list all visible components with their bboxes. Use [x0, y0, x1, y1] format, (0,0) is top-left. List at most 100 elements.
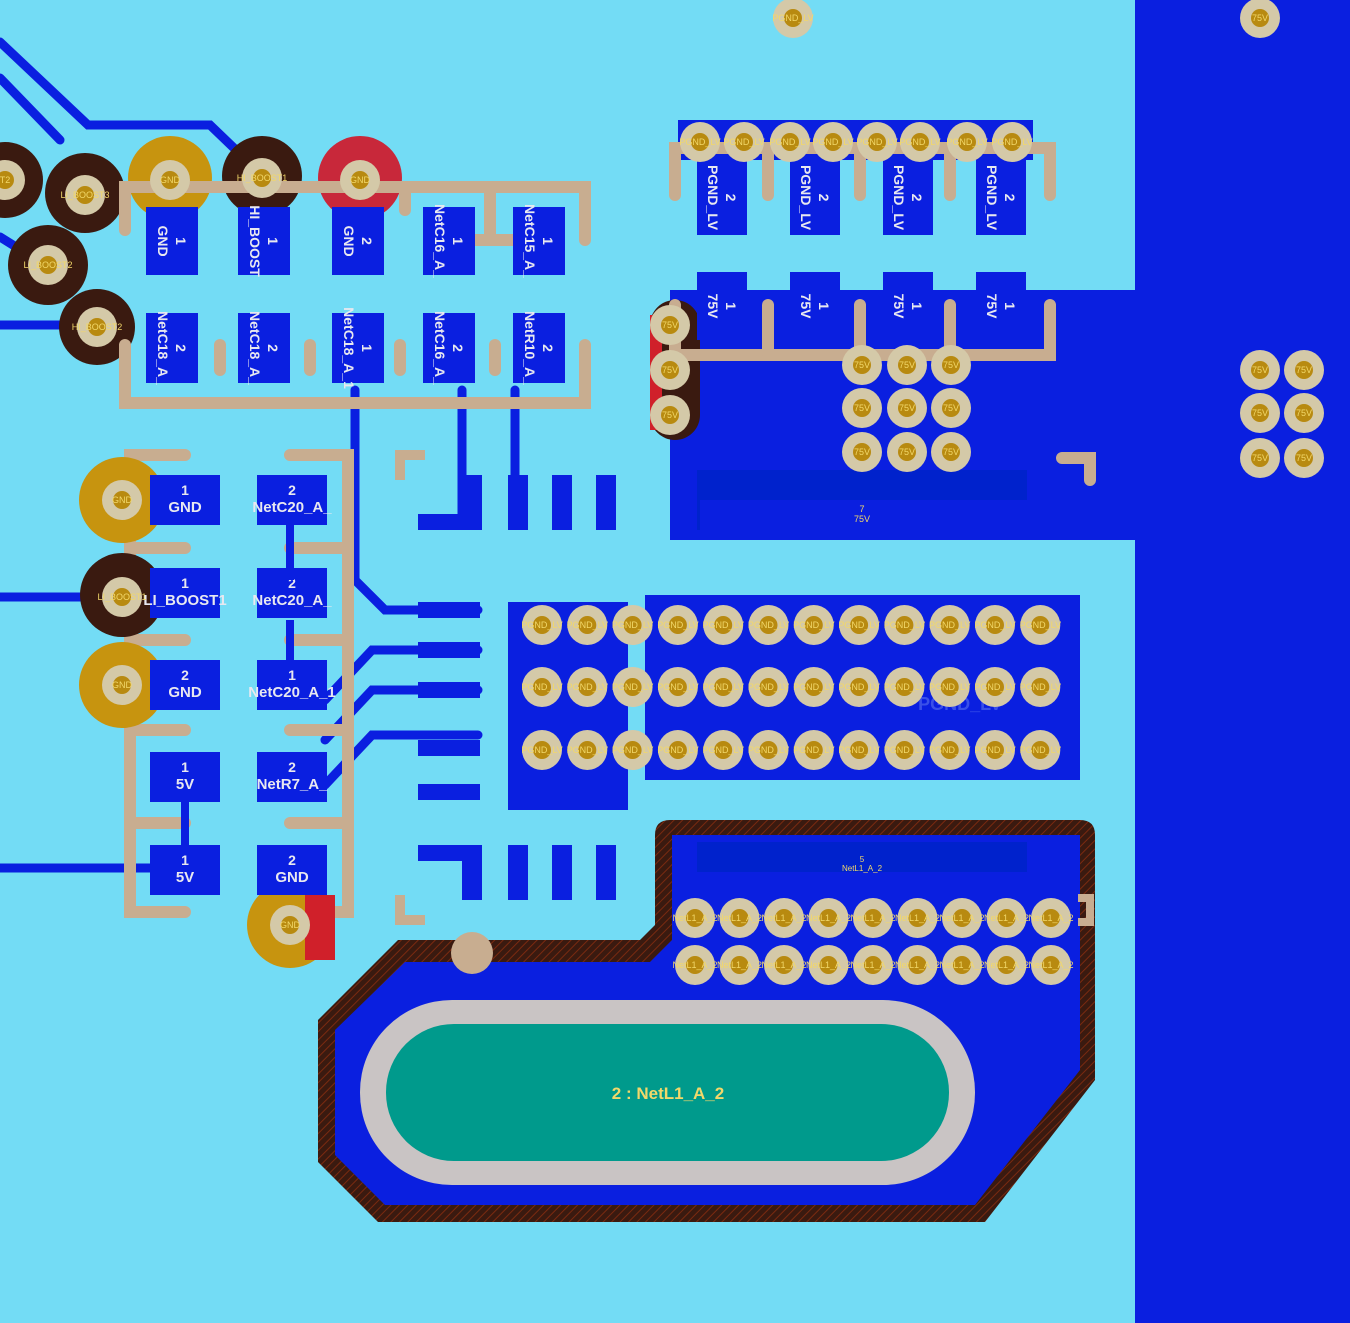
via-pgnd-lv[interactable]: PGND_LV	[838, 667, 880, 707]
via-netl1[interactable]: NetL1_A_2	[984, 945, 1029, 985]
via-netl1[interactable]: NetL1_A_2	[672, 898, 718, 938]
via-pgnd-lv[interactable]: PGND_LV	[838, 730, 880, 770]
inductor-oval-pad[interactable]	[386, 1024, 949, 1161]
via-netl1[interactable]: NetL1_A_2	[1028, 945, 1074, 985]
via-pgnd-lv[interactable]: PGND_LV	[657, 667, 699, 707]
via-netl1[interactable]: NetL1_A_2	[850, 898, 896, 938]
via-pgnd-lv[interactable]: PGND_LV	[946, 122, 988, 162]
via-pgnd-lv[interactable]: PGND_LV	[899, 122, 941, 162]
via-pgnd-lv[interactable]: PGND_LV	[769, 122, 811, 162]
via-75v[interactable]: 75V	[650, 395, 690, 435]
via-75v[interactable]: 75V	[931, 345, 971, 385]
via-pgnd-lv[interactable]: PGND_LV	[884, 730, 925, 770]
ic-pins[interactable]	[418, 475, 616, 900]
via-pgnd-lv[interactable]: PGND_LV	[657, 730, 699, 770]
via-pgnd-lv[interactable]: PGND_LV	[723, 122, 765, 162]
via-column-75v-left[interactable]: 75V 75V 75V	[650, 305, 690, 435]
via-75v[interactable]: 75V	[1240, 393, 1280, 433]
via-pgnd-lv[interactable]: PGND_LV	[521, 667, 563, 707]
via-pgnd-lv[interactable]: PGND_LV	[884, 605, 925, 645]
right-copper-pour[interactable]	[1135, 0, 1350, 1323]
via-75v[interactable]: 75V	[1240, 438, 1280, 478]
smd-pad[interactable]: 1HI_BOOST	[238, 205, 290, 277]
via-pgnd-lv[interactable]: PGND_LV	[991, 122, 1033, 162]
via-netl1[interactable]: NetL1_A_2	[895, 898, 940, 938]
via-netl1[interactable]: NetL1_A_2	[939, 898, 985, 938]
via-75v[interactable]: 75V	[650, 350, 690, 390]
via-pgnd-lv[interactable]: PGND_LV	[748, 730, 789, 770]
via-75v[interactable]: 75V	[887, 432, 927, 472]
via-netl1[interactable]: NetL1_A_2	[850, 945, 896, 985]
via-pgnd-lv[interactable]: PGND_LV	[793, 605, 834, 645]
via-75v[interactable]: 75V	[931, 432, 971, 472]
via-li-boost1[interactable]: LI_BOOST1	[97, 577, 147, 617]
via-75v[interactable]: 75V	[1284, 393, 1324, 433]
via-pgnd-lv[interactable]: PGND_LV	[612, 667, 653, 707]
via-pgnd-lv[interactable]: PGND_LV	[521, 605, 563, 645]
via-pgnd-lv[interactable]: PGND_LV	[703, 605, 744, 645]
smd-pad[interactable]: 1LI_BOOST1	[143, 568, 227, 618]
via-75v[interactable]: 75V	[1284, 350, 1324, 390]
via-hi-boost2[interactable]: HI_BOOST2	[72, 307, 123, 347]
via-li-boost3[interactable]: LI_BOOST3	[60, 175, 110, 215]
via-pgnd-lv[interactable]: PGND_LV	[1020, 605, 1061, 645]
via-gnd[interactable]: GND	[340, 160, 380, 200]
via-netl1[interactable]: NetL1_A_2	[895, 945, 940, 985]
via-netl1[interactable]: NetL1_A_2	[761, 945, 807, 985]
via-pgnd-lv[interactable]: PGND_LV	[974, 605, 1016, 645]
via-pgnd-lv[interactable]: PGND_LV	[657, 605, 699, 645]
via-netl1[interactable]: NetL1_A_2	[761, 898, 807, 938]
via-netl1[interactable]: NetL1_A_2	[717, 945, 762, 985]
via-netl1[interactable]: NetL1_A_2	[939, 945, 985, 985]
via-pgnd-lv[interactable]: PGND_LV	[748, 605, 789, 645]
via-pgnd-lv[interactable]: PGND_LV	[1020, 730, 1061, 770]
via-75v[interactable]: 75V	[650, 305, 690, 345]
via-75v[interactable]: 75V	[1240, 0, 1280, 38]
via-pgnd-lv[interactable]: PGND_LV	[793, 730, 834, 770]
via-hi-boost1[interactable]: HI_BOOST1	[237, 158, 288, 198]
smd-pad-column-right[interactable]: 2NetC20_A_2NetC20_A_1NetC20_A_12NetR7_A_…	[248, 475, 336, 895]
smd-pad[interactable]: 15V	[150, 752, 220, 802]
via-pgnd-lv[interactable]: PGND_LV	[974, 730, 1016, 770]
via-pgnd-lv[interactable]: PGND_LV	[856, 122, 898, 162]
via-netl1[interactable]: NetL1_A_2	[806, 945, 851, 985]
via-pgnd-lv[interactable]: PGND_LV	[793, 667, 834, 707]
via-pgnd-lv[interactable]: PGND_LV	[748, 667, 789, 707]
via-pgnd-lv[interactable]: PGND_LV	[703, 667, 744, 707]
via-netl1[interactable]: NetL1_A_2	[984, 898, 1029, 938]
via-li-boost2[interactable]: LI_BOOST2	[23, 245, 73, 285]
via-75v[interactable]: 75V	[842, 388, 882, 428]
via-75v[interactable]: 75V	[842, 432, 882, 472]
via-75v[interactable]: 75V	[1284, 438, 1324, 478]
via-75v[interactable]: 75V	[931, 388, 971, 428]
via-pgnd-lv[interactable]: PGND_LV	[679, 122, 721, 162]
via-75v[interactable]: 75V	[887, 388, 927, 428]
via-pgnd-lv[interactable]: PGND_LV	[974, 667, 1016, 707]
via-t2[interactable]: T2	[0, 160, 25, 200]
via-pgnd-lv[interactable]: PGND_LV	[884, 667, 925, 707]
